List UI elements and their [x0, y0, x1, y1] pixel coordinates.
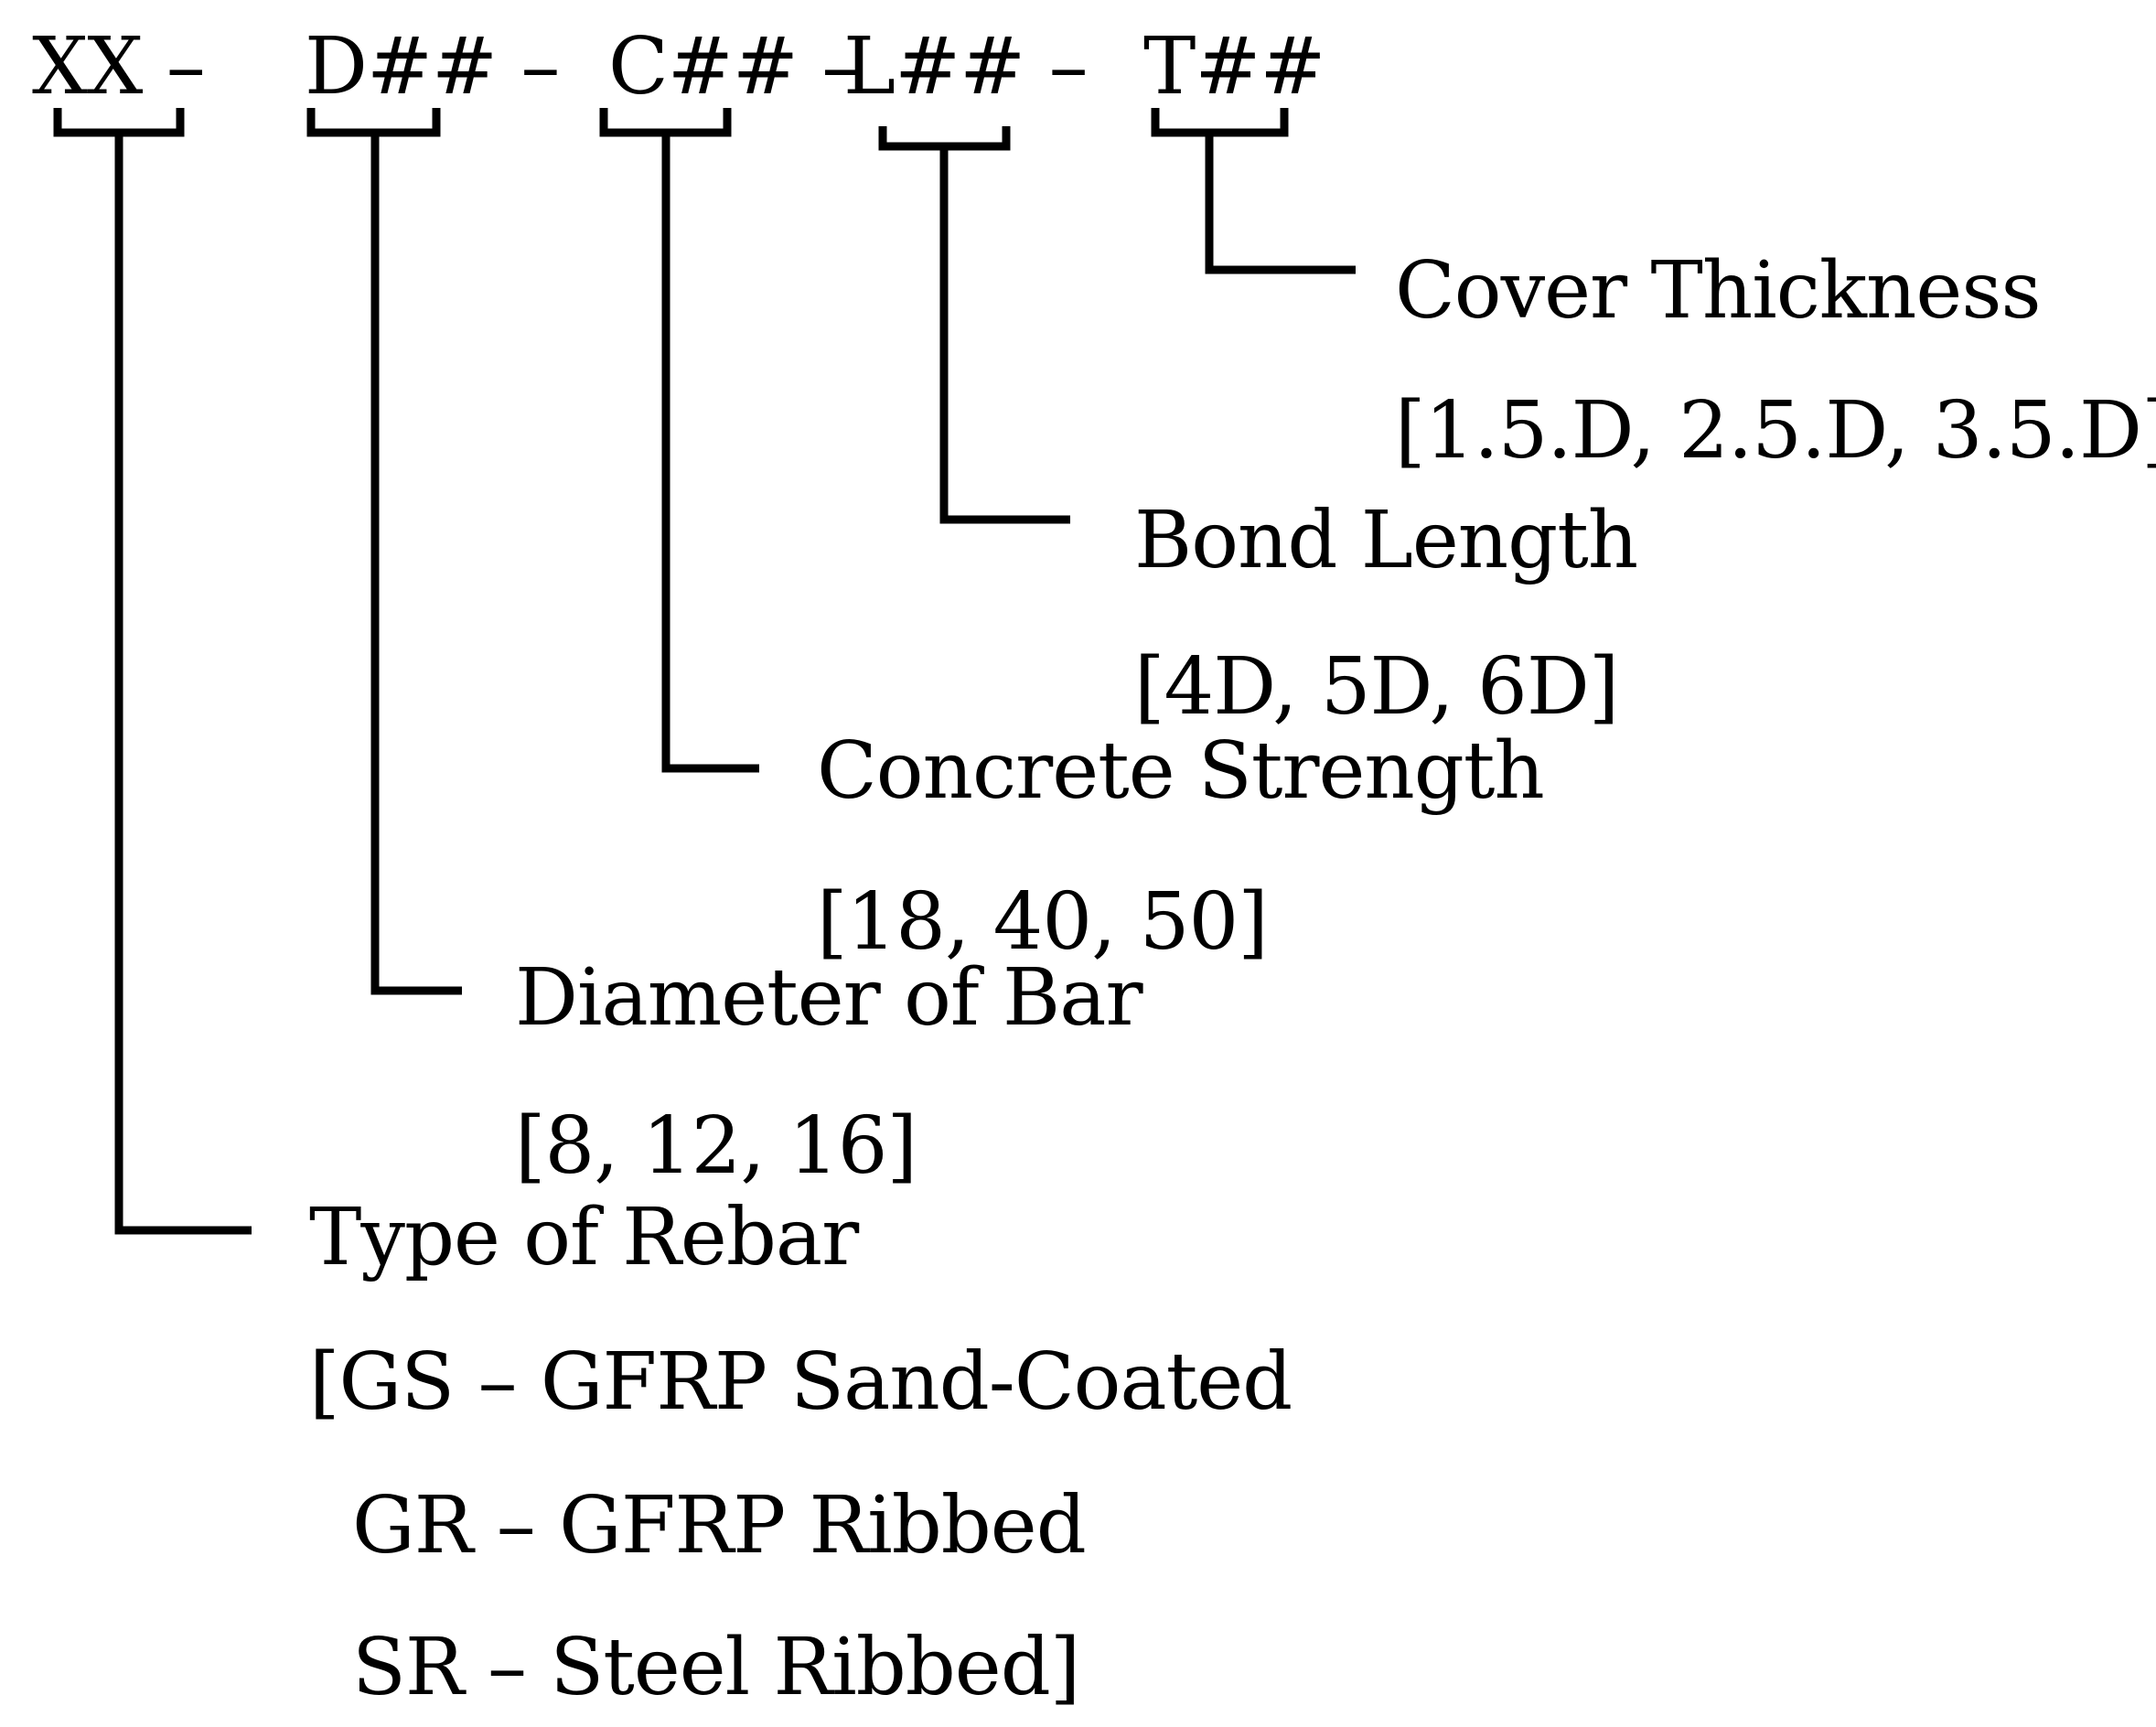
code-segment-type: XX – [32, 21, 206, 113]
bracket-diameter [306, 108, 441, 137]
values-concrete-strength: [18, 40, 50] [817, 876, 1269, 968]
label-concrete-strength: Concrete Strength [817, 725, 1545, 817]
label-diameter-of-bar: Diameter of Bar [515, 952, 1143, 1044]
code-segment-length: L## – [843, 21, 1089, 113]
values-type-of-rebar-gs: [GS – GFRP Sand-Coated [309, 1336, 1293, 1428]
label-type-of-rebar: Type of Rebar [309, 1192, 859, 1283]
bracket-length [878, 126, 1011, 151]
values-cover-thickness: [1.5.D, 2.5.D, 3.5.D] [1395, 385, 2156, 477]
values-type-of-rebar-sr: SR – Steel Ribbed] [352, 1622, 1080, 1713]
bracket-type [53, 108, 185, 137]
values-bond-length: [4D, 5D, 6D] [1134, 641, 1619, 733]
leader-concrete [661, 133, 759, 773]
values-type-of-rebar-gr: GR – GFRP Ribbed [352, 1480, 1087, 1571]
leader-diameter [370, 133, 462, 995]
label-bond-length: Bond Length [1134, 495, 1638, 586]
bracket-concrete [599, 108, 732, 137]
leader-type [114, 133, 252, 1235]
bracket-cover [1151, 108, 1289, 137]
code-segment-cover: T## [1143, 21, 1325, 113]
code-segment-diameter: D## – [305, 21, 560, 113]
leader-length [939, 146, 1070, 524]
values-diameter-of-bar: [8, 12, 16] [515, 1100, 917, 1192]
leader-cover [1205, 133, 1356, 274]
code-segment-concrete: C## – [608, 21, 861, 113]
label-cover-thickness: Cover Thickness [1395, 245, 2042, 337]
